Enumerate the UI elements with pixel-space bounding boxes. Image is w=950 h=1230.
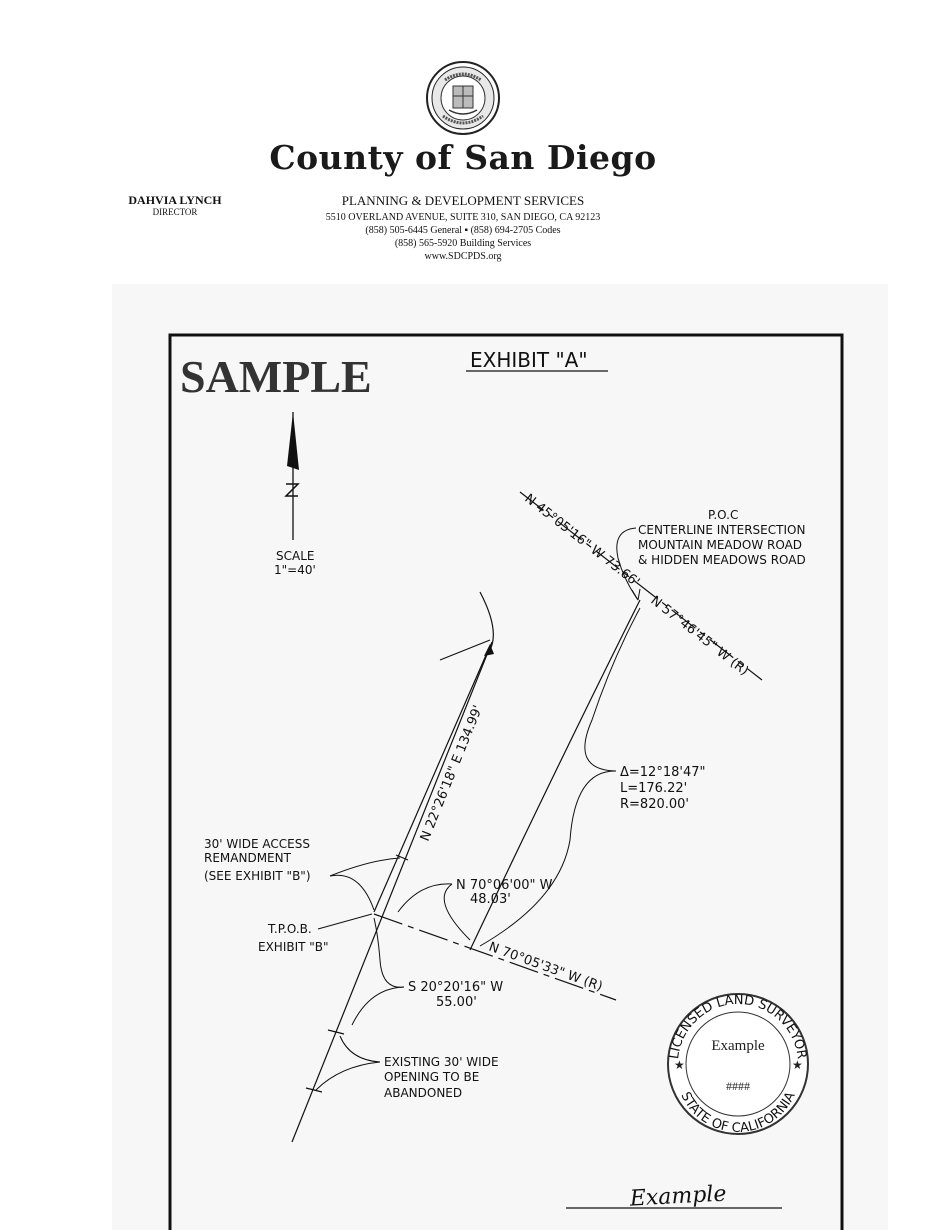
- department-building-phone: (858) 565-5920 Building Services: [394, 238, 532, 249]
- stamp-name: Example: [711, 1038, 765, 1054]
- director-role: DIRECTOR: [152, 207, 198, 217]
- curve-radius: R=820.00': [620, 797, 689, 812]
- exhibit-border: [168, 333, 844, 1230]
- stamp-star-left-icon: ★: [674, 1058, 685, 1072]
- access-label-1: 30' WIDE ACCESS: [204, 837, 310, 851]
- scale-value: 1"=40': [274, 563, 316, 577]
- signature: Example: [628, 1182, 727, 1212]
- director-name: DAHVIA LYNCH: [128, 193, 222, 207]
- existing-label-1: EXISTING 30' WIDE: [384, 1055, 499, 1069]
- bearing-nw-48-bearing: N 70°06'00" W: [456, 878, 553, 893]
- letterhead: County of San Diego DAHVIA LYNCH DIRECTO…: [0, 0, 950, 280]
- access-label-2: REMANDMENT: [204, 851, 292, 865]
- tpob-label: T.P.O.B.: [267, 922, 312, 936]
- bearing-radial-70: N 70°05'33" W (R): [487, 940, 605, 995]
- tpob-exhibit: EXHIBIT "B": [258, 940, 329, 954]
- department-address: 5510 OVERLAND AVENUE, SUITE 310, SAN DIE…: [325, 212, 601, 223]
- stamp-number: ####: [726, 1079, 750, 1093]
- department-website[interactable]: www.SDCPDS.org: [424, 251, 502, 262]
- county-seal-icon: [426, 61, 500, 135]
- poc-desc-1: CENTERLINE INTERSECTION: [638, 523, 805, 537]
- county-title: County of San Diego: [269, 138, 657, 177]
- stamp-star-right-icon: ★: [792, 1058, 803, 1072]
- access-label-3: (SEE EXHIBIT "B"): [204, 869, 311, 883]
- curve-length: L=176.22': [620, 781, 687, 796]
- bearing-ne-134: N 22°26'18" E 134.99': [418, 703, 486, 843]
- bearing-sw-55-bearing: S 20°20'16" W: [408, 980, 503, 995]
- department-phones: (858) 505-6445 General ▪ (858) 694-2705 …: [365, 225, 561, 236]
- bearing-radial-57: N 57°46'45" W (R): [648, 593, 752, 679]
- bearing-nw-48-distance: 48.03': [470, 892, 511, 907]
- scale-label: SCALE: [276, 549, 314, 563]
- poc-desc-3: & HIDDEN MEADOWS ROAD: [638, 553, 806, 567]
- department-name: PLANNING & DEVELOPMENT SERVICES: [341, 193, 585, 208]
- poc-label: P.O.C: [708, 508, 738, 522]
- exhibit-title: EXHIBIT "A": [470, 348, 588, 372]
- bearing-sw-55-distance: 55.00': [436, 995, 477, 1010]
- north-arrow-icon: [284, 412, 300, 540]
- surveyor-stamp: LICENSED LAND SURVEYOR STATE OF CALIFORN…: [667, 993, 809, 1136]
- existing-label-2: OPENING TO BE: [384, 1070, 479, 1084]
- poc-desc-2: MOUNTAIN MEADOW ROAD: [638, 538, 802, 552]
- curve-delta: Δ=12°18'47": [620, 765, 705, 780]
- existing-label-3: ABANDONED: [384, 1086, 462, 1100]
- sample-watermark: SAMPLE: [180, 351, 372, 402]
